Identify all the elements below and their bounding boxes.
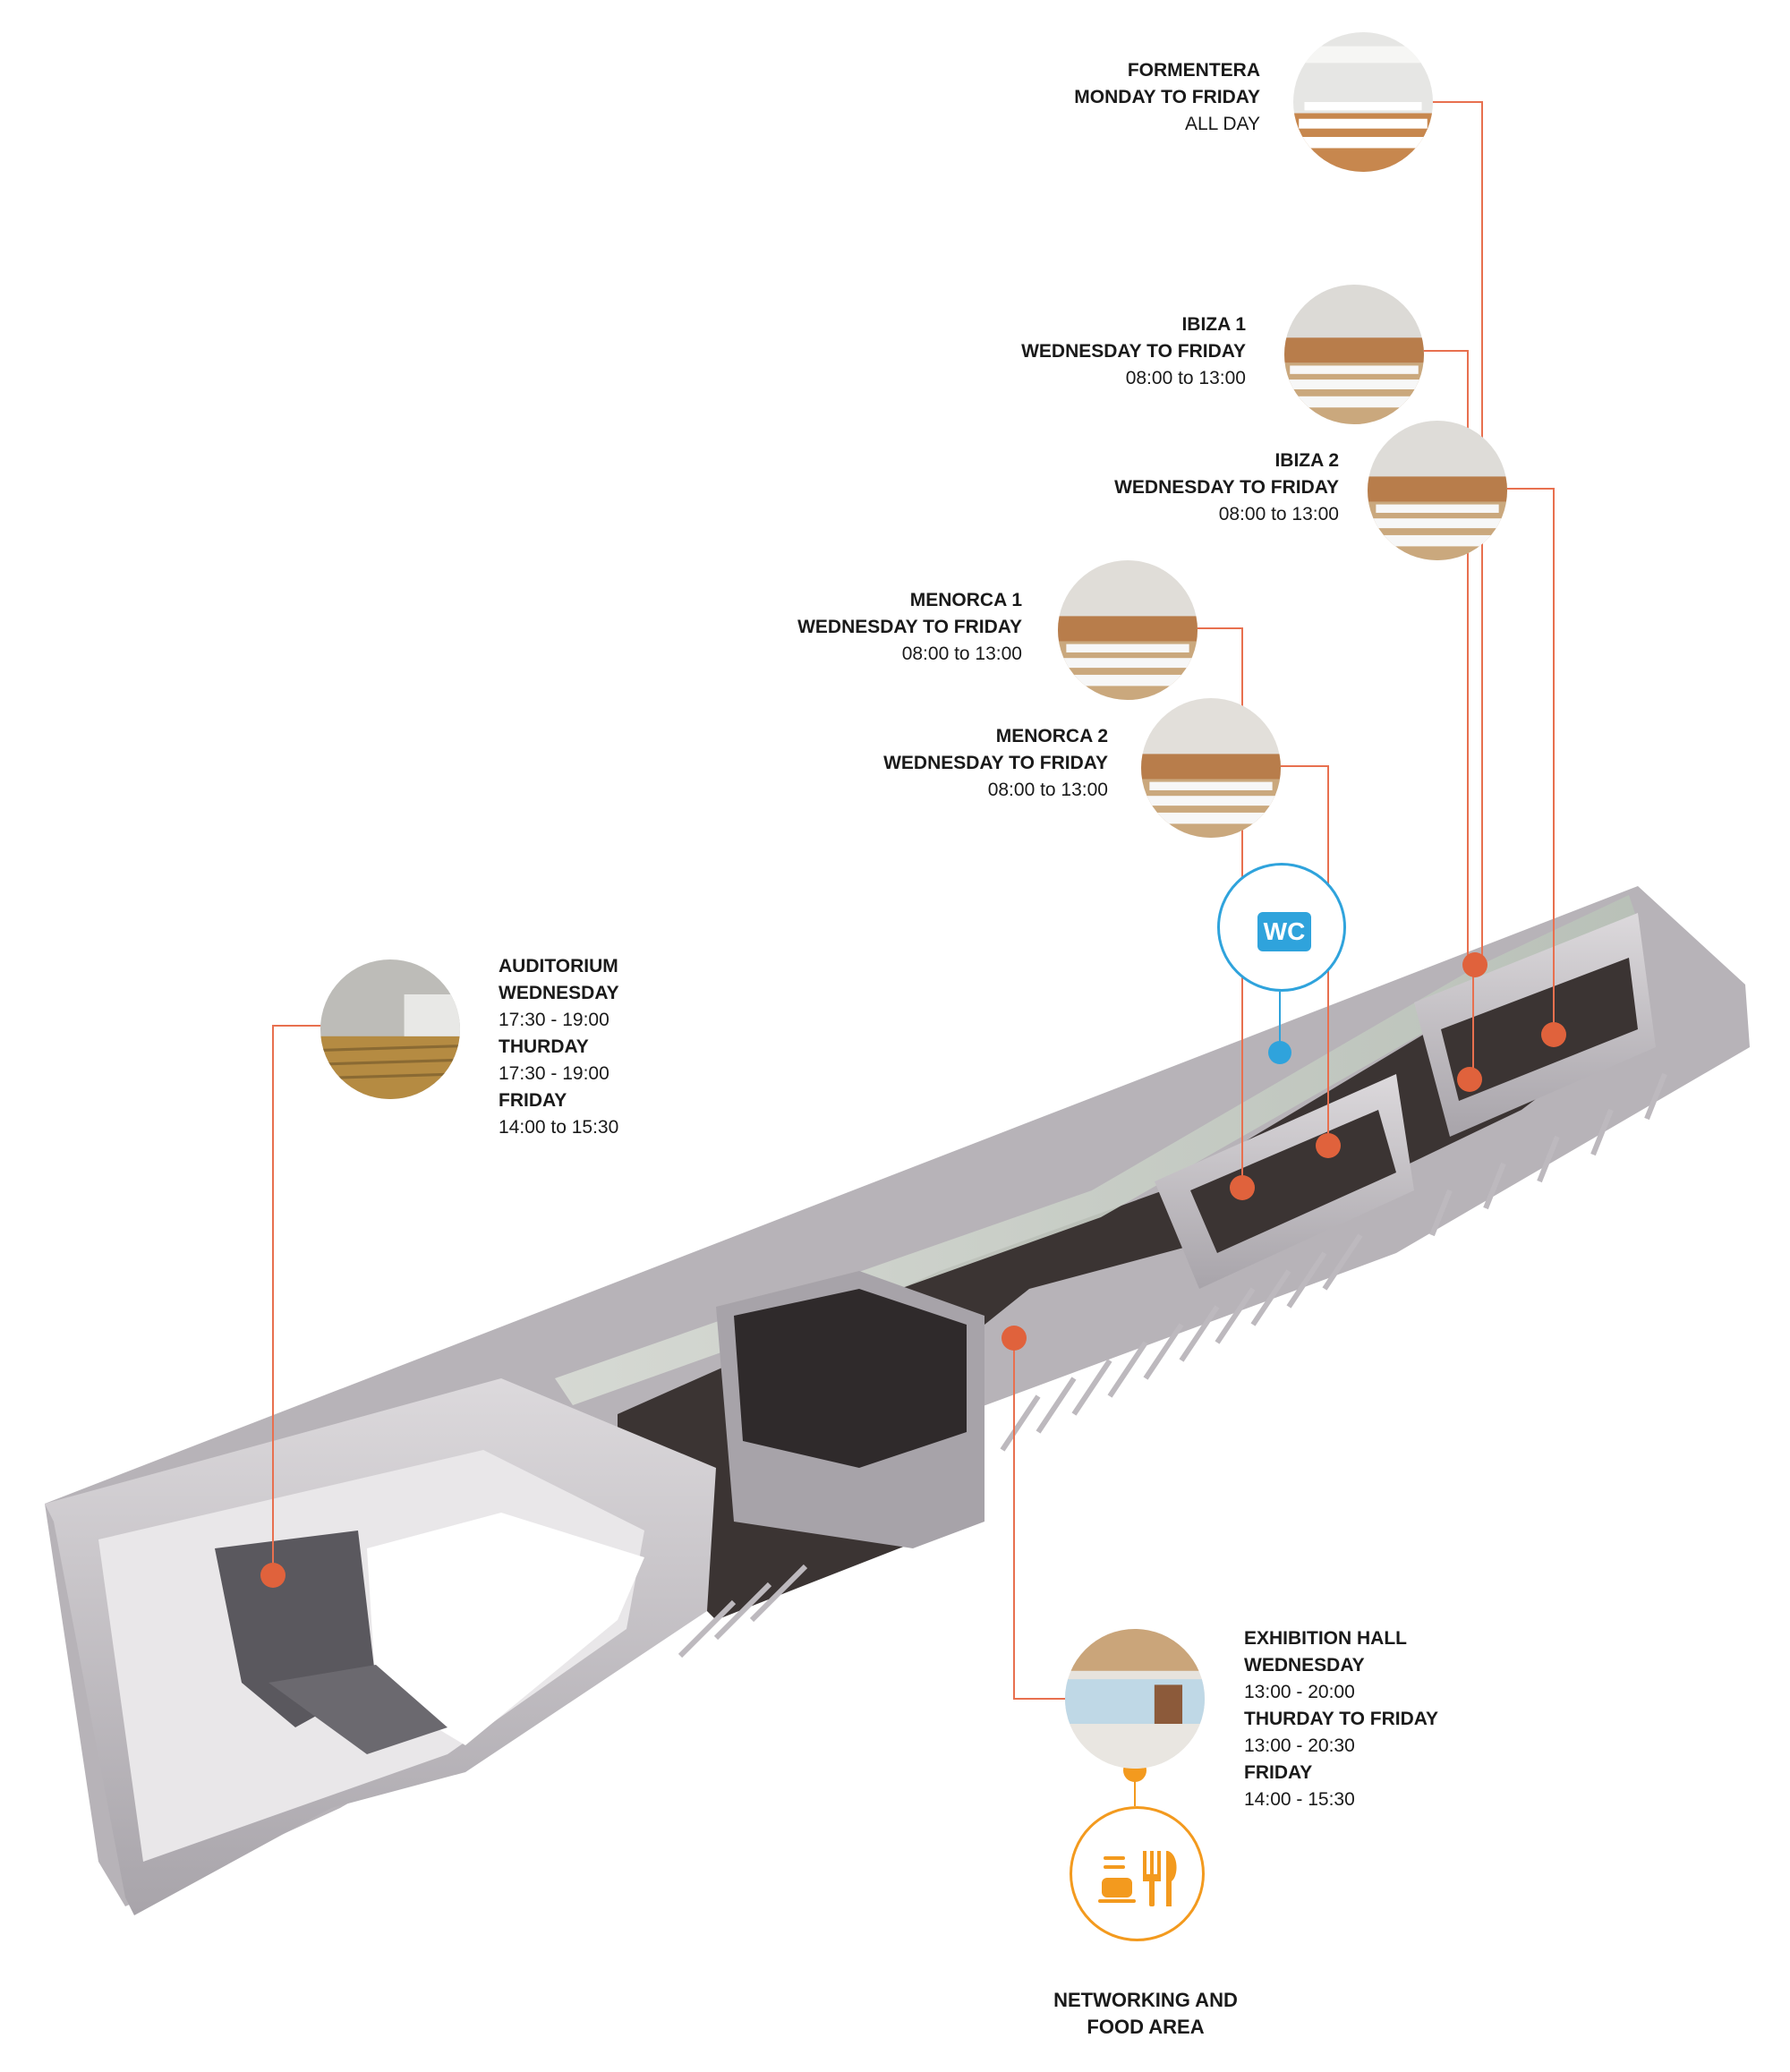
leader-auditorium xyxy=(272,1025,328,1575)
exhibition-title: EXHIBITION HALL xyxy=(1244,1628,1407,1649)
marker-ibiza2[interactable] xyxy=(1541,1022,1566,1047)
menorca2-photo xyxy=(1141,698,1281,838)
menorca1-time: 08:00 to 13:00 xyxy=(901,644,1022,664)
auditorium-title: AUDITORIUM xyxy=(499,956,618,976)
leader-menorca2 xyxy=(1275,765,1329,1146)
auditorium-label: AUDITORIUM WEDNESDAY 17:30 - 19:00 THURD… xyxy=(499,953,619,1141)
menorca1-photo xyxy=(1058,560,1198,700)
marker-ibiza1[interactable] xyxy=(1457,1067,1482,1092)
exhibition-time-1: 13:00 - 20:00 xyxy=(1244,1682,1355,1702)
auditorium-day-3: FRIDAY xyxy=(499,1090,567,1111)
exhibition-day-2: THURDAY TO FRIDAY xyxy=(1244,1709,1439,1729)
ibiza2-days: WEDNESDAY TO FRIDAY xyxy=(1114,477,1339,498)
networking-food-line-2: FOOD AREA xyxy=(1087,2016,1205,2038)
marker-menorca2[interactable] xyxy=(1316,1133,1341,1158)
wc-badge[interactable]: WC xyxy=(1217,863,1346,992)
auditorium-day-2: THURDAY xyxy=(499,1036,589,1057)
ibiza1-days: WEDNESDAY TO FRIDAY xyxy=(1021,341,1246,362)
marker-menorca1[interactable] xyxy=(1230,1175,1255,1200)
exhibition-label: EXHIBITION HALL WEDNESDAY 13:00 - 20:00 … xyxy=(1244,1625,1438,1813)
formentera-days: MONDAY TO FRIDAY xyxy=(1074,87,1260,107)
formentera-photo xyxy=(1293,32,1433,172)
exhibition-time-2: 13:00 - 20:30 xyxy=(1244,1735,1355,1756)
exhibition-day-1: WEDNESDAY xyxy=(1244,1655,1365,1676)
wc-icon: WC xyxy=(1257,912,1311,951)
food-icon xyxy=(1098,1851,1177,1906)
ibiza2-photo xyxy=(1368,421,1507,560)
ibiza1-label: IBIZA 1 WEDNESDAY TO FRIDAY 08:00 to 13:… xyxy=(1021,311,1246,392)
leader-ibiza1 xyxy=(1414,350,1469,971)
exhibition-day-3: FRIDAY xyxy=(1244,1762,1313,1783)
ibiza2-title: IBIZA 2 xyxy=(1274,450,1339,471)
formentera-time: ALL DAY xyxy=(1184,114,1260,134)
leader-ibiza2 xyxy=(1504,488,1555,1034)
marker-formentera[interactable] xyxy=(1462,952,1487,977)
ibiza2-label: IBIZA 2 WEDNESDAY TO FRIDAY 08:00 to 13:… xyxy=(1114,448,1339,528)
ibiza1-time: 08:00 to 13:00 xyxy=(1125,368,1246,388)
marker-auditorium[interactable] xyxy=(260,1563,286,1588)
food-badge[interactable] xyxy=(1070,1806,1205,1941)
auditorium-time-3: 14:00 to 15:30 xyxy=(499,1117,619,1138)
menorca1-title: MENORCA 1 xyxy=(909,590,1022,610)
auditorium-time-2: 17:30 - 19:00 xyxy=(499,1063,609,1084)
exhibition-time-3: 14:00 - 15:30 xyxy=(1244,1789,1355,1810)
menorca2-time: 08:00 to 13:00 xyxy=(987,780,1108,800)
menorca2-label: MENORCA 2 WEDNESDAY TO FRIDAY 08:00 to 1… xyxy=(883,723,1108,804)
formentera-label: FORMENTERA MONDAY TO FRIDAY ALL DAY xyxy=(1074,57,1260,138)
ibiza1-photo xyxy=(1284,285,1424,424)
auditorium-time-1: 17:30 - 19:00 xyxy=(499,1010,609,1030)
marker-exhibition[interactable] xyxy=(1002,1326,1027,1351)
exhibition-photo xyxy=(1065,1629,1205,1769)
formentera-title: FORMENTERA xyxy=(1127,60,1260,81)
menorca2-title: MENORCA 2 xyxy=(995,726,1108,746)
auditorium-day-1: WEDNESDAY xyxy=(499,983,619,1003)
networking-food-line-1: NETWORKING AND xyxy=(1053,1989,1238,2011)
ibiza2-time: 08:00 to 13:00 xyxy=(1218,504,1339,524)
menorca2-days: WEDNESDAY TO FRIDAY xyxy=(883,753,1108,773)
networking-food-label: NETWORKING AND FOOD AREA xyxy=(1011,1987,1280,2041)
building-shell xyxy=(45,886,1750,1915)
marker-wc[interactable] xyxy=(1268,1041,1291,1064)
menorca1-days: WEDNESDAY TO FRIDAY xyxy=(797,617,1022,637)
leader-menorca1 xyxy=(1190,627,1243,1188)
menorca1-label: MENORCA 1 WEDNESDAY TO FRIDAY 08:00 to 1… xyxy=(797,587,1022,668)
leader-exhibition xyxy=(1013,1338,1065,1700)
ibiza1-title: IBIZA 1 xyxy=(1181,314,1246,335)
auditorium-photo xyxy=(320,959,460,1099)
